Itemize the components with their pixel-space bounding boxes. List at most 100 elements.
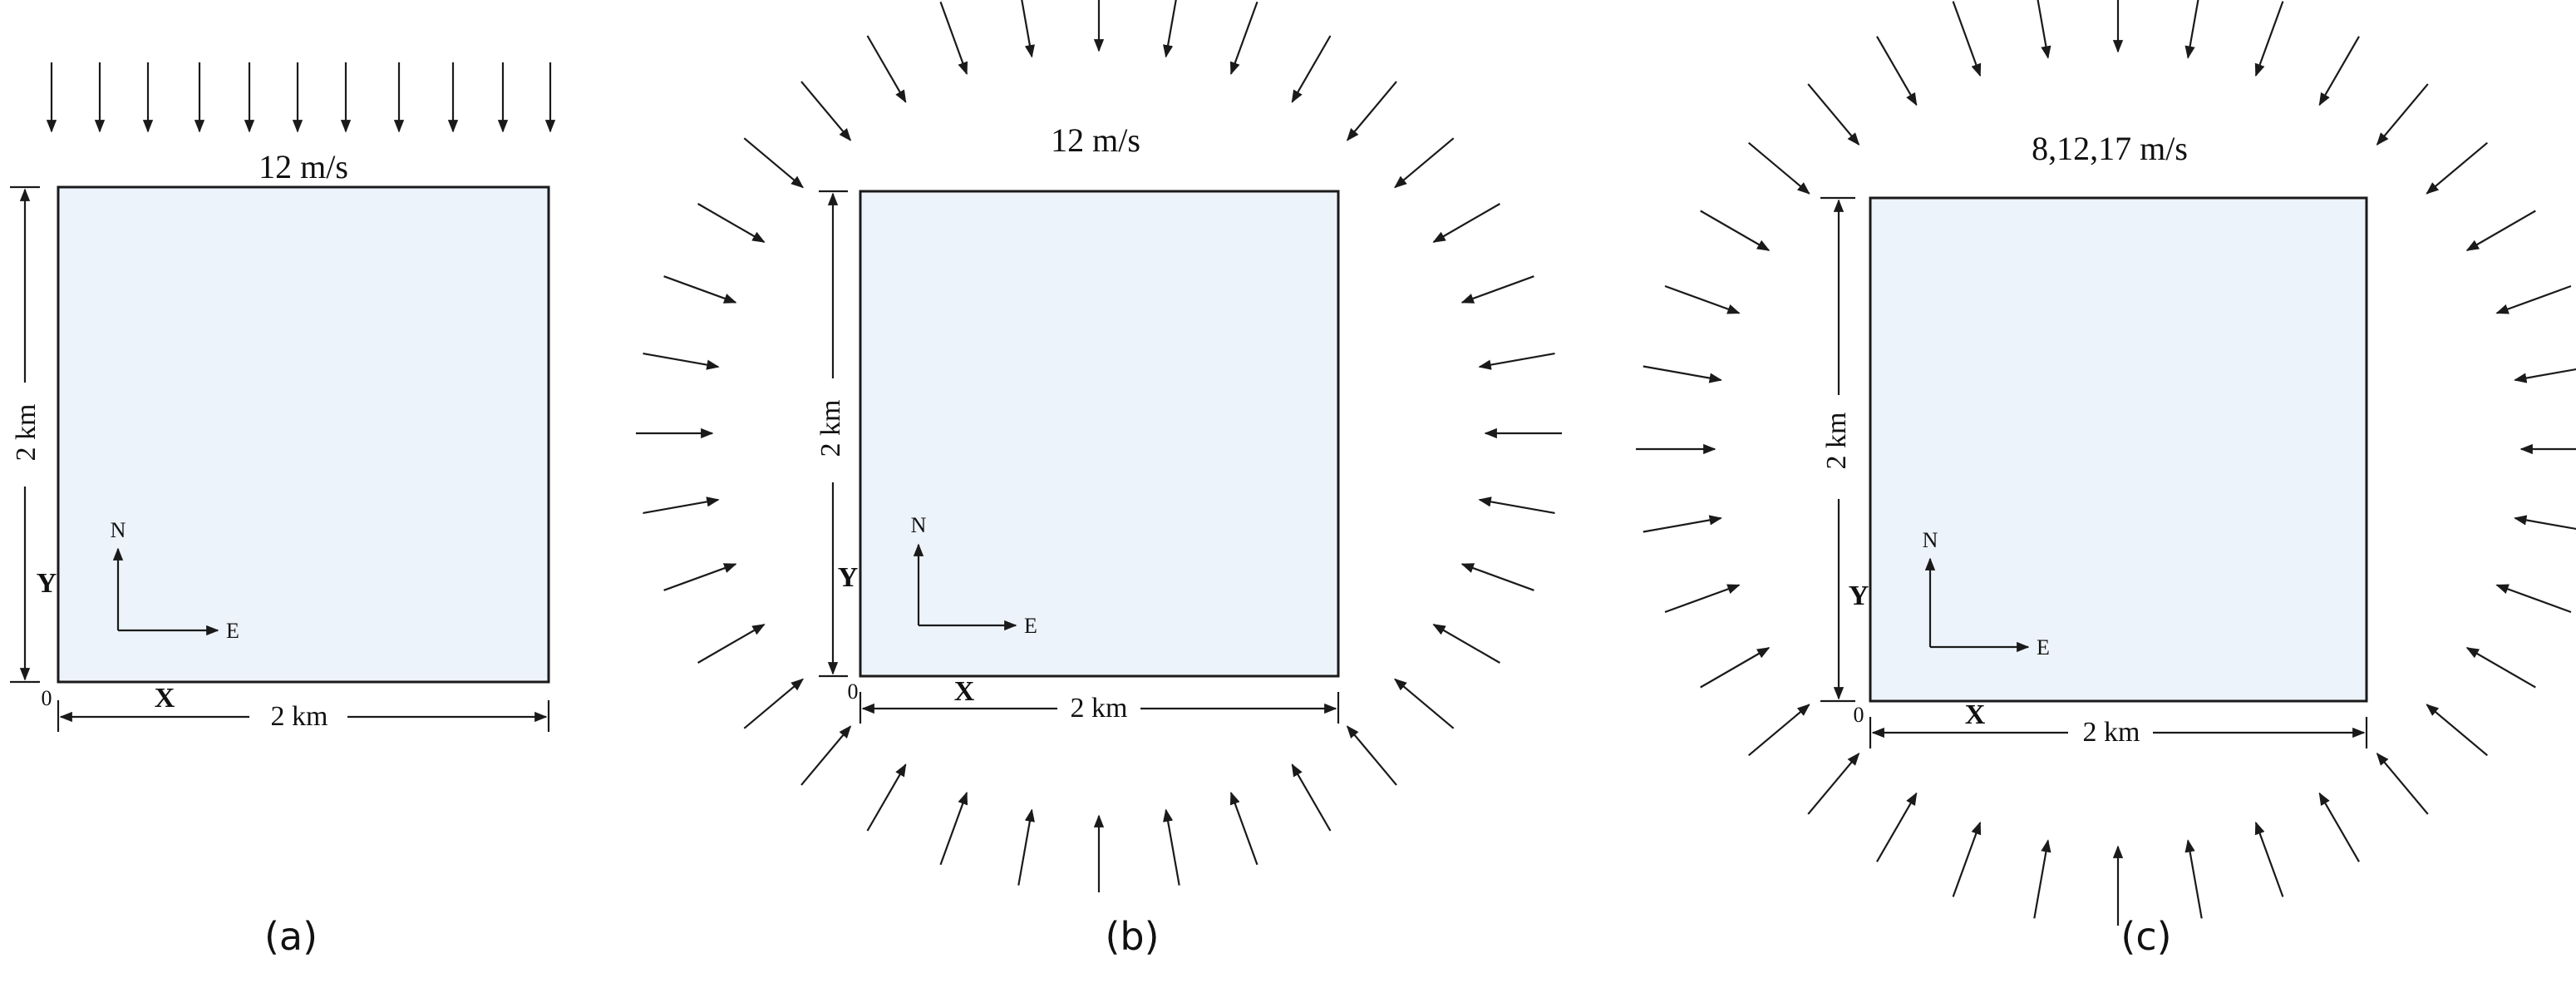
wind-arrow-c-23 (1807, 753, 1860, 815)
wind-arrow-c-8 (2495, 284, 2572, 314)
wind-arrow-c-34 (1876, 36, 1918, 106)
wind-arrow-b-15 (1346, 725, 1397, 786)
wind-arrow-b-8 (1460, 275, 1534, 304)
wind-arrow-c-2 (2184, 0, 2199, 59)
origin-label-a: 0 (42, 686, 52, 710)
compass-a: N E (111, 518, 239, 643)
caption-a: (a) (264, 914, 318, 959)
north-label-b: N (911, 513, 927, 537)
wind-arrow-b-17 (1229, 791, 1258, 866)
wind-arrow-c-7 (2465, 210, 2536, 251)
north-label-c: N (1923, 528, 1938, 552)
domain-square-b (859, 190, 1340, 678)
wind-arrow-c-6 (2426, 141, 2489, 195)
wind-arrow-b-9 (1478, 353, 1555, 370)
wind-arrow-b-6 (1394, 137, 1455, 189)
wind-arrow-c-17 (2254, 821, 2284, 897)
wind-arrow-c-15 (2376, 753, 2429, 815)
wind-arrow-c-26 (1664, 584, 1741, 614)
domain-square-a (57, 185, 550, 684)
compass-b: N E (911, 513, 1037, 638)
wind-arrow-c-14 (2426, 704, 2489, 757)
wind-arrow-c-29 (1643, 365, 1722, 383)
height-dimension-a: 2 km (10, 185, 42, 684)
wind-arrow-b-22 (866, 763, 907, 832)
width-label-b: 2 km (1071, 693, 1128, 724)
width-label-c: 2 km (2083, 717, 2140, 748)
wind-arrow-c-9 (2514, 368, 2576, 383)
wind-arrow-c-35 (1952, 1, 1982, 77)
wind-arrow-b-34 (866, 35, 907, 103)
wind-arrow-b-12 (1460, 563, 1534, 591)
speed-label-b: 12 m/s (1051, 121, 1140, 159)
wind-arrow-b-27 (643, 496, 720, 514)
domain-square-c (1869, 196, 2368, 703)
wind-arrow-b-2 (1163, 0, 1177, 58)
wind-arrow-b-35 (939, 1, 968, 76)
caption-c: (c) (2120, 914, 2171, 959)
wind-arrow-b-20 (1017, 808, 1035, 886)
panel-c: 8,12,17 m/s 2 km Y 0 X 2 km N E (c) (1636, 0, 2576, 959)
wind-arrow-c-33 (1807, 83, 1860, 146)
wind-arrow-b-32 (743, 137, 804, 189)
wind-arrow-b-4 (1291, 35, 1332, 103)
x-axis-label-b: X (954, 676, 975, 707)
east-label-c: E (2037, 635, 2050, 659)
wind-arrow-b-5 (1346, 81, 1397, 141)
north-label-a: N (111, 518, 126, 542)
width-label-a: 2 km (271, 701, 328, 732)
width-dimension-b: 2 km (859, 692, 1340, 724)
panel-a: 12 m/s 2 km Y 0 X 2 km N E (a) (10, 62, 556, 959)
height-label-c: 2 km (1821, 412, 1852, 470)
wind-arrow-c-21 (1952, 821, 1982, 897)
wind-arrow-b-14 (1394, 678, 1455, 729)
wind-arrow-b-16 (1291, 763, 1332, 832)
wind-arrow-c-32 (1747, 141, 1810, 195)
wind-arrow-c-30 (1664, 284, 1741, 314)
wind-arrow-b-3 (1229, 1, 1258, 76)
wind-arrow-c-31 (1700, 210, 1771, 251)
height-dimension-c: 2 km (1820, 196, 1855, 703)
wind-arrow-b-21 (939, 791, 968, 866)
speed-label-c: 8,12,17 m/s (2032, 130, 2188, 167)
caption-b: (b) (1105, 914, 1159, 959)
wind-arrow-b-24 (743, 678, 804, 729)
wind-arrow-c-12 (2495, 584, 2572, 614)
height-dimension-b: 2 km (815, 190, 848, 678)
wind-arrows-a (46, 62, 556, 133)
x-axis-label-a: X (155, 683, 175, 714)
wind-arrow-b-11 (1478, 496, 1555, 514)
y-axis-label-a: Y (37, 568, 57, 599)
wind-arrow-c-22 (1876, 792, 1918, 862)
wind-arrow-c-13 (2465, 647, 2536, 689)
wind-arrow-b-31 (697, 203, 766, 243)
wind-arrow-c-5 (2376, 83, 2429, 146)
wind-arrow-b-29 (643, 353, 720, 370)
wind-arrow-c-25 (1700, 647, 1771, 689)
wind-arrow-b-36 (1021, 0, 1035, 58)
wind-arrow-b-18 (1163, 808, 1180, 886)
east-label-a: E (226, 619, 239, 643)
speed-label-a: 12 m/s (259, 148, 348, 185)
wind-arrow-c-24 (1747, 704, 1810, 757)
wind-arrow-b-7 (1432, 203, 1500, 243)
height-label-a: 2 km (11, 404, 42, 462)
width-dimension-c: 2 km (1869, 717, 2368, 748)
wind-arrow-c-20 (2033, 839, 2051, 919)
origin-label-b: 0 (848, 679, 859, 704)
wind-arrow-c-36 (2037, 0, 2051, 59)
wind-arrows-c (1636, 0, 2576, 926)
x-axis-label-c: X (1965, 699, 1986, 730)
wind-arrow-c-11 (2514, 515, 2576, 531)
wind-arrow-b-23 (800, 725, 852, 786)
wind-arrow-c-16 (2318, 792, 2360, 862)
wind-arrow-b-30 (663, 275, 737, 304)
wind-arrow-c-4 (2318, 36, 2360, 106)
origin-label-c: 0 (1854, 703, 1864, 727)
wind-arrow-c-18 (2184, 839, 2203, 919)
east-label-b: E (1024, 614, 1037, 638)
wind-arrow-c-3 (2254, 1, 2284, 77)
height-label-b: 2 km (815, 400, 846, 457)
y-axis-label-c: Y (1849, 580, 1869, 611)
